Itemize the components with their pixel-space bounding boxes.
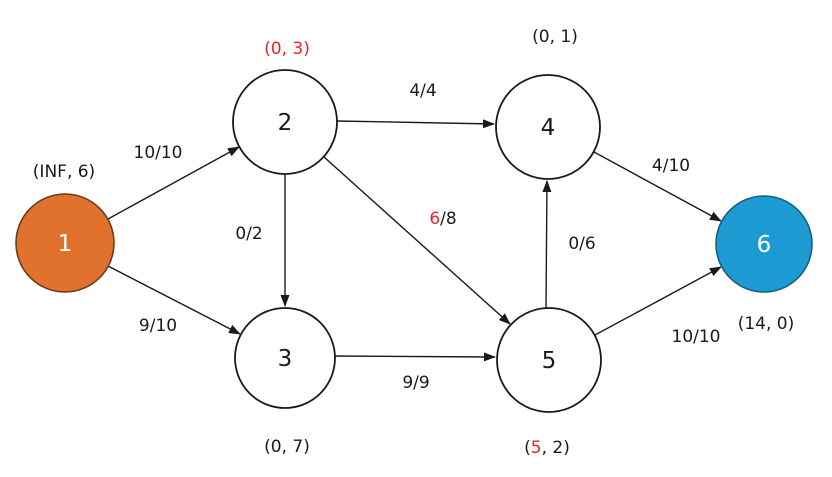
node-2-number: 2 [278, 110, 293, 136]
edge-2-5-label-flow: 6 [429, 209, 440, 229]
node-5-annotation-open: ( [524, 438, 531, 458]
edge-1-3-line [107, 265, 241, 335]
edge-3-5-label: 9/9 [402, 373, 429, 393]
edge-5-6-line [594, 266, 722, 336]
node-4-circle [495, 74, 601, 180]
node-3-circle [234, 307, 336, 409]
node-6-annotation: (14, 0) [738, 314, 795, 334]
edge-2-3-label: 0/2 [235, 224, 262, 244]
node-3-number: 3 [278, 346, 293, 372]
edge-2-4-line [336, 119, 495, 129]
edge-4-6-line [593, 151, 722, 222]
node-2-circle [232, 69, 338, 175]
edge-2-5-line [323, 156, 511, 325]
node-1-annotation: (INF, 6) [33, 162, 95, 182]
node-5-annotation-excess: 5 [531, 438, 542, 458]
node-1-circle [15, 193, 115, 293]
node-3-annotation: (0, 7) [264, 437, 310, 457]
edge-1-3-label: 9/10 [139, 316, 177, 336]
edge-1-2-line [107, 146, 240, 220]
edge-2-4-label: 4/4 [409, 81, 436, 101]
edge-4-6-label: 4/10 [652, 156, 690, 176]
node-4-number: 4 [541, 115, 556, 141]
node-5-annotation: (5, 2) [524, 438, 570, 458]
edge-3-5-line [334, 352, 496, 362]
node-5-number: 5 [542, 348, 557, 374]
node-2-annotation: (0, 3) [264, 39, 310, 59]
node-5-annotation-rest: , 2) [542, 438, 570, 458]
edge-5-4-line [542, 180, 552, 309]
edge-1-2-label: 10/10 [134, 143, 183, 163]
edge-5-6-label: 10/10 [672, 327, 721, 347]
node-5-circle [496, 307, 602, 413]
edge-2-5-label-capacity: /8 [440, 209, 457, 229]
node-4-annotation: (0, 1) [532, 27, 578, 47]
node-6-number: 6 [757, 232, 772, 258]
edge-2-5-label: 6/8 [429, 209, 456, 229]
node-1-number: 1 [58, 231, 73, 257]
edge-5-4-label: 0/6 [568, 234, 595, 254]
node-6-circle [715, 195, 813, 293]
